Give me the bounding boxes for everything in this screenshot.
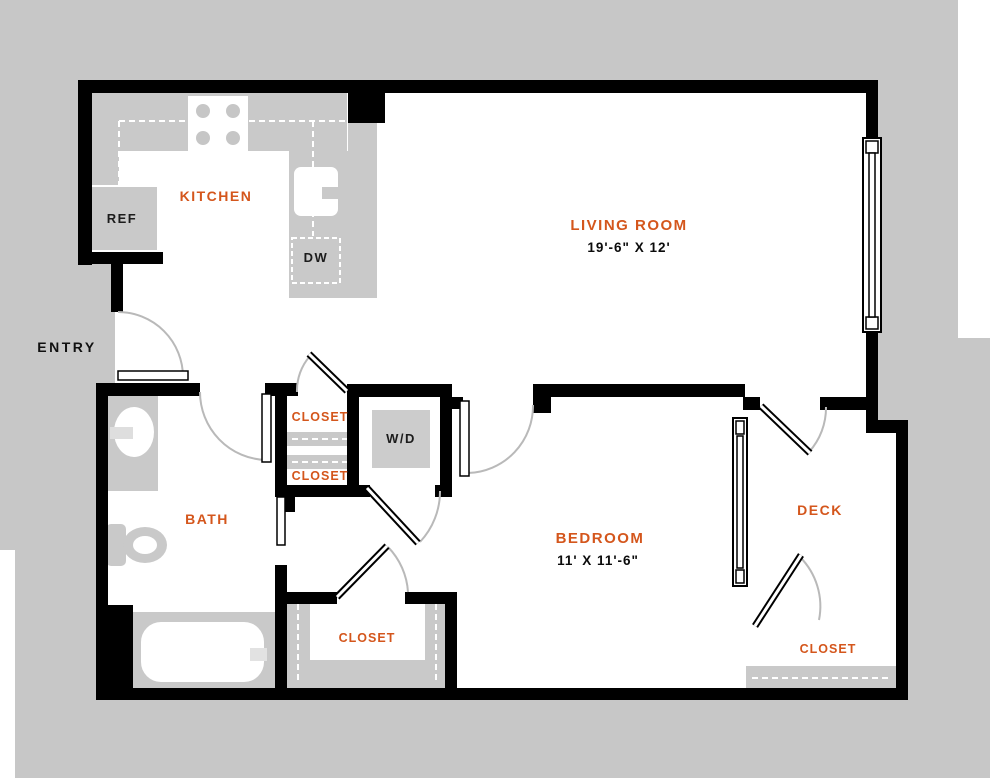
dishwasher-outline [291,237,341,284]
bedroom-label: BEDROOM [555,530,645,547]
refrigerator-label: REF [106,211,138,226]
bath-label: BATH [185,511,229,527]
hall-closet-top-label: CLOSET [291,410,349,424]
deck-label: DECK [797,502,843,518]
closet-shelves [287,432,896,690]
interior-floor [86,86,902,694]
washer-dryer-label: W/D [386,431,416,446]
washer-dryer-box [372,410,430,468]
kitchen-label: KITCHEN [179,188,253,204]
hall-closet-bottom-label: CLOSET [291,469,349,483]
door-arcs [117,311,828,621]
bedroom-dimensions: 11' X 11'-6" [557,553,639,568]
bath-pocket-jamb [276,496,286,546]
toilet-icon [106,524,167,566]
bathtub-icon [133,612,277,690]
bedroom-door-leaf [459,400,470,477]
bath-door-leaf [261,393,272,463]
dishwasher-label: DW [303,250,329,265]
kitchen-sink-icon [294,167,344,216]
stove-icon [188,96,248,151]
window-living-room [862,137,882,333]
deck-closet-label: CLOSET [799,642,857,656]
entry-label: ENTRY [37,339,97,355]
vanity-sink-icon [104,396,158,491]
window-bedroom [732,417,748,587]
door-leaves [117,351,813,628]
bath-closet-label: CLOSET [338,631,396,645]
living-room-dimensions: 19'-6" X 12' [587,240,671,255]
entry-door-leaf [117,370,189,381]
living-room-label: LIVING ROOM [570,217,688,234]
